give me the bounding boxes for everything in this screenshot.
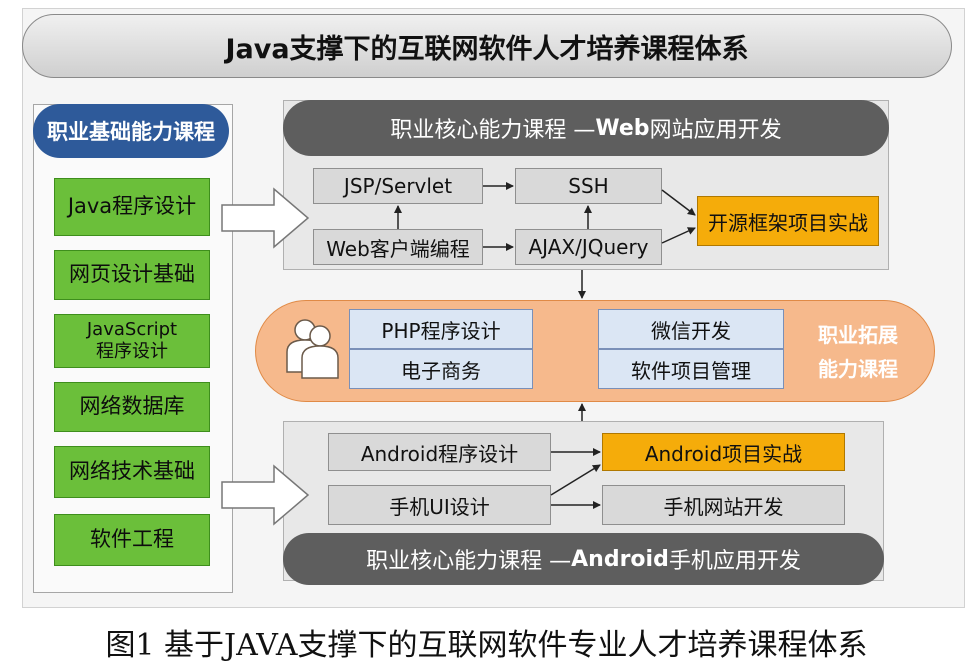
arrow-ui-to-project xyxy=(550,464,601,496)
box-android-programming: Android程序设计 xyxy=(328,433,551,471)
web-header-suffix: 网站应用开发 xyxy=(649,118,782,143)
box-ecommerce: 电子商务 xyxy=(349,349,533,389)
course-label: 网络数据库 xyxy=(79,394,185,419)
web-header-prefix: 职业核心能力课程 — xyxy=(390,118,596,143)
block-arrow-to-android xyxy=(221,464,310,526)
box-wechat: 微信开发 xyxy=(598,309,784,349)
course-label-line1: JavaScript xyxy=(86,319,178,341)
block-arrow-to-web xyxy=(221,187,310,249)
people-icon xyxy=(286,319,339,379)
box-ajax-jquery: AJAX/JQuery xyxy=(515,229,662,265)
course-javascript: JavaScript 程序设计 xyxy=(54,314,210,368)
course-label: 网络技术基础 xyxy=(69,459,195,484)
foundation-header: 职业基础能力课程 xyxy=(33,104,229,158)
android-header-suffix: 手机应用开发 xyxy=(668,549,801,574)
box-ssh: SSH xyxy=(515,168,662,204)
box-open-source-project: 开源框架项目实战 xyxy=(697,196,879,246)
extension-label-line2: 能力课程 xyxy=(818,357,898,381)
course-label-line2: 程序设计 xyxy=(96,341,168,362)
box-php: PHP程序设计 xyxy=(349,309,533,349)
course-label: 网页设计基础 xyxy=(69,262,195,287)
box-android-project: Android项目实战 xyxy=(602,433,845,471)
course-java: Java程序设计 xyxy=(54,178,210,236)
box-jsp-servlet: JSP/Servlet xyxy=(313,168,483,204)
web-header-bold: Web xyxy=(595,115,650,141)
android-header-bold: Android xyxy=(571,546,669,572)
extension-label-line1: 职业拓展 xyxy=(818,323,898,347)
box-project-mgmt: 软件项目管理 xyxy=(598,349,784,389)
box-mobile-ui: 手机UI设计 xyxy=(328,485,551,525)
box-mobile-web: 手机网站开发 xyxy=(602,485,845,525)
arrow-ajax-to-project xyxy=(661,227,696,244)
arrow-ssh-to-project xyxy=(661,189,696,216)
course-web-design: 网页设计基础 xyxy=(54,250,210,300)
course-software-eng: 软件工程 xyxy=(54,514,210,566)
course-label: Java程序设计 xyxy=(67,194,197,219)
diagram-title: Java支撑下的互联网软件人才培养课程体系 xyxy=(22,14,952,78)
android-header-prefix: 职业核心能力课程 — xyxy=(366,549,572,574)
extension-label: 职业拓展 能力课程 xyxy=(813,318,903,386)
figure-caption: 图1 基于JAVA支撑下的互联网软件专业人才培养课程体系 xyxy=(105,628,868,663)
course-label: 软件工程 xyxy=(90,527,174,552)
box-web-client: Web客户端编程 xyxy=(313,229,483,265)
course-database: 网络数据库 xyxy=(54,382,210,432)
course-network: 网络技术基础 xyxy=(54,446,210,498)
